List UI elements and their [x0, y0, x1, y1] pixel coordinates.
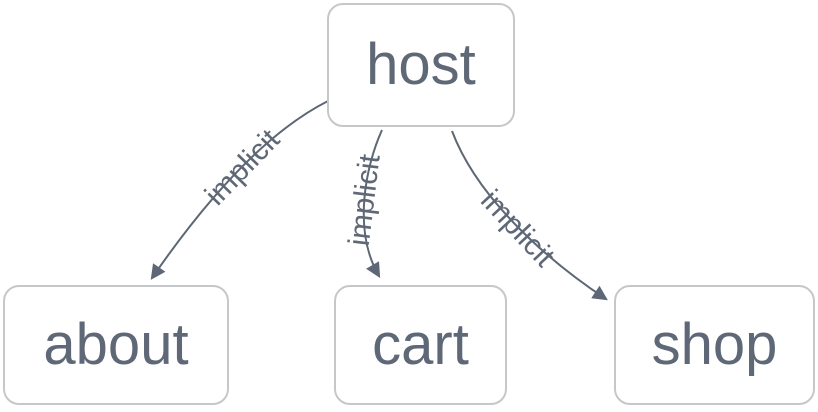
node-shop-label: shop: [651, 312, 778, 377]
edge-label-host-about: implicit: [199, 123, 287, 212]
edge-host-cart: [362, 129, 383, 278]
edge-host-shop: [451, 130, 608, 301]
node-host-label: host: [366, 32, 476, 97]
node-shop[interactable]: shop: [614, 285, 815, 405]
edge-host-about: [150, 100, 329, 280]
edge-label-host-shop: implicit: [474, 184, 561, 274]
node-cart[interactable]: cart: [334, 285, 507, 405]
node-cart-label: cart: [372, 312, 469, 377]
node-host[interactable]: host: [327, 3, 515, 127]
edge-label-host-cart: implicit: [343, 152, 387, 248]
node-about[interactable]: about: [3, 285, 229, 405]
node-about-label: about: [43, 312, 189, 377]
